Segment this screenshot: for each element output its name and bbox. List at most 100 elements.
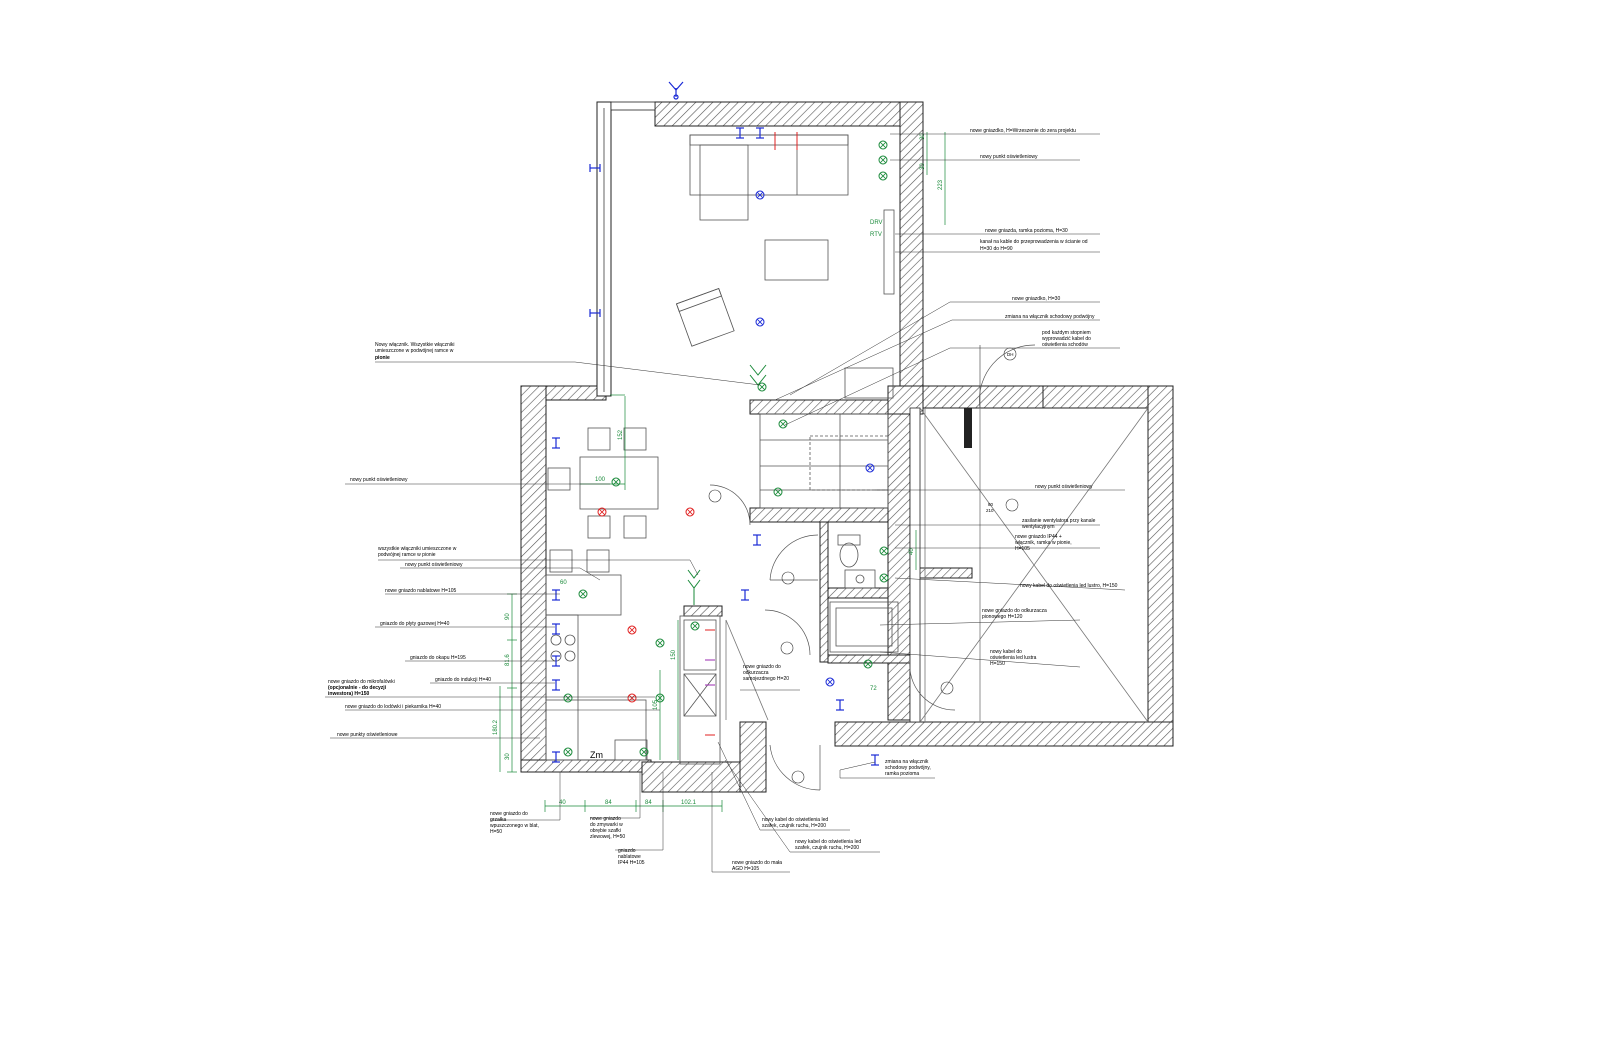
light-point-icon	[865, 463, 875, 473]
light-point-icon	[755, 317, 765, 327]
annotation: nowe gniazdko, H=Wrzeszenie do zera proj…	[970, 128, 1076, 134]
annotation: nowe gniazdko, H=30	[1012, 296, 1060, 302]
annotation: nowe gniazdo do lodówki i piekarnika H=4…	[345, 704, 441, 710]
dim-60: 60	[560, 580, 567, 586]
purple-socket-icon	[705, 659, 715, 686]
annotation: schodowy podwójny,	[885, 765, 931, 771]
annotation: pionowego H=120	[982, 614, 1023, 620]
annotation: inwestora) H=150	[328, 691, 369, 697]
socket-icon	[878, 171, 888, 181]
dim-30c: 30	[505, 753, 511, 760]
dh-marker	[791, 770, 805, 784]
dim-40: 40	[559, 800, 566, 806]
red-socket-icon	[705, 132, 798, 736]
annotation: nowe gniazdo do mała	[732, 860, 782, 866]
existing-light-icon	[627, 693, 637, 703]
annotation: nowy kabel do	[990, 649, 1022, 655]
annotation: H=50	[490, 829, 502, 835]
annotation: nowe gniazda, ramka pozioma, H=30	[985, 228, 1068, 234]
annotation: nowe gniazdo IP44 +	[1015, 534, 1062, 540]
annotation: nowy kabel do oświetlenia led	[762, 817, 828, 823]
dh-marker	[780, 641, 794, 655]
annotation: gniazdo	[618, 848, 636, 854]
switch-icon	[551, 437, 561, 449]
rtv-label: RTV	[870, 232, 882, 238]
dim-90: 90	[505, 613, 511, 620]
annotation: pod każdym stopniem	[1042, 330, 1091, 336]
annotation: wszystkie włączniki umieszczone w	[378, 546, 457, 552]
annotation: nablatowe	[618, 854, 641, 860]
annotation: nowe gniazdo do	[490, 811, 528, 817]
socket-icon	[690, 621, 700, 631]
leader-lines	[325, 133, 1126, 873]
switch-icon	[551, 679, 561, 691]
annotation: wpuszczonego w blat,	[490, 823, 539, 829]
socket-icon	[778, 419, 788, 429]
door-dim-80: 80	[988, 502, 994, 507]
annotation: podwójnej ramce w pionie	[378, 552, 436, 558]
switch-icon	[835, 699, 845, 711]
dim-72: 72	[870, 686, 877, 692]
annotation: gniazdo do płyty gazowej H=40	[380, 621, 450, 627]
socket-icon	[878, 155, 888, 165]
socket-icon	[563, 747, 573, 757]
annotation: zmiana na włącznik	[885, 759, 929, 765]
annotation: nowe gniazdo do odkurzacza	[982, 608, 1047, 614]
switch-icon	[735, 127, 745, 139]
dim-223: 223	[938, 179, 944, 190]
annotation: oświetlenia led lustra	[990, 655, 1037, 661]
annotation: gniazdo do okapu H=195	[410, 655, 466, 661]
annotation: obrębie szafki	[590, 828, 621, 834]
annotation: IP44 H=105	[618, 860, 645, 866]
switch-icon	[551, 623, 561, 635]
dim-152: 152	[618, 429, 624, 440]
annotation: nowy kabel do oświetlenia led lustro, H=…	[1020, 583, 1118, 589]
socket-icon	[611, 477, 621, 487]
annotation: nowe punkty oświetleniowe	[337, 732, 398, 738]
socket-icon	[773, 487, 783, 497]
annotation: H=105	[1015, 546, 1030, 552]
dh-marker	[781, 571, 795, 585]
dim-30b: 30	[920, 163, 926, 170]
dimension-texts: 40 84 84 102.1 152 100 223 30 30 90 81.6…	[493, 133, 994, 806]
dim-180: 180.2	[493, 719, 499, 735]
socket-icon	[878, 140, 888, 150]
annotation: AGD H=105	[732, 866, 759, 872]
annotation: wyprowadzić kabel do	[1042, 336, 1091, 342]
socket-icon	[578, 589, 588, 599]
annotation: szafek, czujnik ruchu, H=200	[795, 845, 859, 851]
dim-84b: 84	[645, 800, 652, 806]
walls	[520, 101, 1174, 793]
annotation: nowe gniazdo	[590, 816, 621, 822]
annotation: do zmywarki w	[590, 822, 623, 828]
annotation: nowy punkt oświetleniowy	[405, 562, 463, 568]
switch-icon	[740, 589, 750, 601]
dim-150: 150	[671, 649, 677, 660]
annotation: kanał na kable do przeprowadzenia w ścia…	[980, 239, 1088, 245]
annotation: (opcjonalnie - do decyzji	[328, 685, 387, 691]
annotation: włącznik, ramka w pionie,	[1015, 540, 1072, 546]
socket-icon	[655, 638, 665, 648]
socket-icon	[563, 693, 573, 703]
annotation: Nowy włącznik. Wszystkie włączniki	[375, 342, 454, 348]
socket-icon	[879, 546, 889, 556]
annotation: samojezdnego H=20	[743, 676, 789, 682]
annotation-texts: nowe gniazdko, H=Wrzeszenie do zera proj…	[328, 128, 1118, 872]
annotation: zlewowej, H=50	[590, 834, 625, 840]
dim-30a: 30	[920, 133, 926, 140]
dim-105: 105	[653, 699, 659, 710]
annotation: nowy punkt oświetleniowy	[980, 154, 1038, 160]
annotation: szafek, czujnik ruchu, H=200	[762, 823, 826, 829]
antenna-icon	[668, 81, 684, 100]
switch-icon	[870, 754, 880, 766]
annotation: nowy punkt oświetleniowy	[1035, 484, 1093, 490]
annotation: nowe gniazdo nablatowe H=105	[385, 588, 457, 594]
annotation: zasilanie wentylatora przy kanale	[1022, 518, 1096, 524]
dh-marker	[1005, 498, 1019, 512]
socket-icon	[879, 573, 889, 583]
annotation: zmiana na włącznik schodowy podwójny	[1005, 314, 1095, 320]
annotation: gniazdo do indukcji H=40	[435, 677, 491, 683]
drv-label: DRV	[870, 220, 883, 226]
annotation: ramka pozioma	[885, 771, 919, 777]
